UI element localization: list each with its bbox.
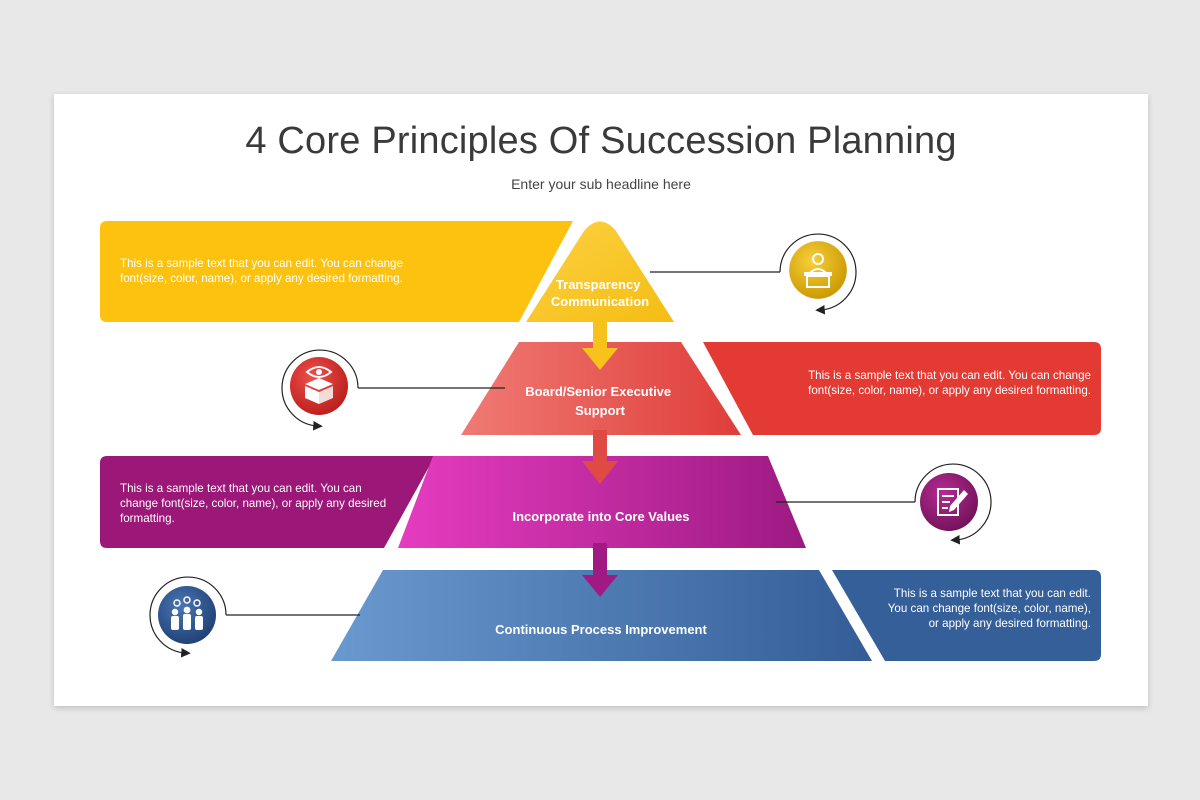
arrow-down-3 <box>582 543 618 597</box>
text-box-process-improvement <box>832 570 1101 661</box>
text-box-transparency <box>100 221 573 322</box>
level-label-process-improvement: Continuous Process Improvement <box>495 622 707 637</box>
level-label-executive-support: Board/Senior Executive Support <box>525 384 675 418</box>
level-label-transparency: Transparency Communication <box>551 277 649 309</box>
icon-ring-transparency <box>779 233 857 315</box>
icon-ring-core-values <box>914 463 992 545</box>
pyramid-level-transparency <box>526 221 674 322</box>
slide-subtitle: Enter your sub headline here <box>511 176 691 192</box>
text-box-executive-support <box>703 342 1101 435</box>
pyramid-level-executive-support <box>461 342 741 435</box>
description-transparency: This is a sample text that you can edit.… <box>120 257 403 285</box>
description-process-improvement: This is a sample text that you can edit.… <box>887 587 1091 630</box>
podium-speaker-icon <box>788 240 848 300</box>
description-core-values: This is a sample text that you can edit.… <box>120 482 387 525</box>
level-label-core-values: Incorporate into Core Values <box>513 509 690 524</box>
team-people-icon <box>158 586 216 644</box>
description-executive-support: This is a sample text that you can edit.… <box>808 369 1091 397</box>
text-box-core-values <box>100 456 435 548</box>
pyramid-level-core-values <box>398 456 806 548</box>
icon-ring-process-improvement <box>149 576 227 658</box>
pyramid-level-process-improvement <box>331 570 872 661</box>
icon-ring-executive-support <box>281 349 359 431</box>
eye-box-icon <box>290 357 348 415</box>
arrow-down-2 <box>582 430 618 484</box>
slide-title: 4 Core Principles Of Succession Planning <box>245 120 957 162</box>
document-pen-icon <box>920 473 978 531</box>
arrow-down-1 <box>582 316 618 370</box>
